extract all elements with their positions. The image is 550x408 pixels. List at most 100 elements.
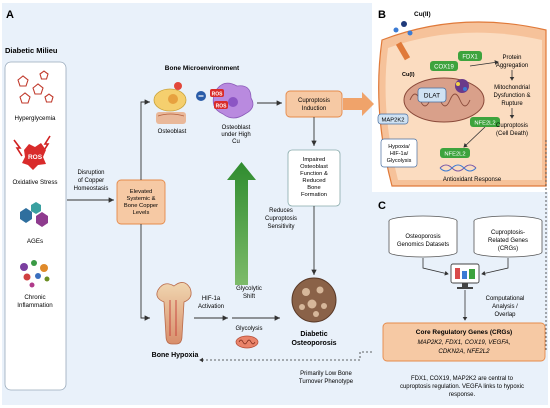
arrow-to-hypoxia (140, 224, 150, 321)
arrow-fdx1-to-agg (469, 60, 499, 67)
dna-icon-strand (439, 164, 477, 172)
low-turnover-line-1: Primarily Low Bone (300, 371, 352, 377)
antioxidant-label: Antioxidant Response (443, 177, 502, 183)
comp-line-1: Computational (486, 296, 525, 302)
dlat-box (417, 87, 447, 103)
copper-ion-icon-2 (393, 27, 399, 33)
osteoblast-label: Osteoblast (158, 129, 187, 135)
note-line-1: FDX1, COX19, MAP2K2 are central to (411, 376, 514, 382)
arrow-to-panel-b (343, 92, 374, 116)
oxidative-stress-icon: ROS (13, 135, 51, 170)
arrow-db1-to-analysis (422, 258, 449, 276)
nfe2l2-label-1: NFE2L2 (474, 121, 495, 127)
hyperglycemia-icon (17, 70, 54, 104)
cu-ii-label: Cu(II) (414, 11, 431, 18)
fdx1-pill (458, 51, 482, 61)
cuproptosis-line-2: (Cell Death) (496, 131, 528, 137)
bone-hypoxia-label: Bone Hypoxia (152, 352, 199, 359)
minus-sign (198, 95, 204, 97)
milieu-title: Diabetic Milieu (5, 46, 58, 55)
map2k2-box (377, 113, 409, 125)
cox19-label: COX19 (434, 65, 454, 71)
ros-badge-milieu: ROS (28, 154, 43, 161)
reduces-line-3: Sensitivity (267, 224, 294, 230)
panel-c-label: C (378, 200, 386, 212)
copper-channel (395, 41, 411, 61)
nfe2l2-label-2: NFE2L2 (444, 152, 465, 158)
protein-agg-line-2: Aggregation (496, 63, 528, 69)
low-turnover-line-2: Turnover Phenotype (299, 379, 354, 385)
inflammation-icon (20, 260, 50, 288)
panel-b-label: B (378, 9, 386, 21)
disruption-line-3: Homeostasis (74, 186, 109, 192)
milieu-item-inflammation-2: Inflammation (17, 302, 53, 309)
note-line-3: response. (449, 392, 476, 398)
db2-line-1: Cuproptosis- (491, 230, 525, 236)
glycolytic-line-2: Shift (243, 294, 255, 300)
disruption-line-1: Disruption (77, 170, 104, 176)
reduces-arrow (227, 162, 256, 285)
crg-box (382, 322, 546, 362)
mito-line-2: Dysfunction & (493, 93, 530, 99)
osteoblast-icon (153, 82, 187, 124)
arrow-nfe2l2 (463, 126, 486, 148)
osteoblast-cu-line-3: Cu (232, 139, 240, 145)
milieu-item-hyperglycemia: Hyperglycemia (15, 115, 56, 122)
map2k2-label: MAP2K2 (382, 118, 405, 124)
crg-database-icon (473, 215, 543, 258)
cu-i-label: Cu(I) (402, 72, 415, 78)
protein-agg-line-1: Protein (502, 55, 521, 61)
milieu-box (4, 61, 67, 391)
impaired-line-2: Osteoblast (300, 164, 328, 170)
reduces-line-1: Reduces (269, 208, 293, 214)
dna-icon (439, 164, 477, 172)
fdx1-label: FDX1 (462, 55, 478, 61)
ros-badge-1: ROS (212, 92, 224, 98)
hif-line-2: Activation (198, 304, 224, 310)
elevated-line-2: Systemic & (127, 196, 156, 202)
osteoblast-cu-icon (210, 82, 254, 119)
diabetic-op-line-1: Diabetic (300, 331, 327, 338)
db1-line-1: Osteoporosis (405, 234, 440, 240)
hypoxia-line-2: HIF-1a/ (390, 151, 409, 157)
induction-line-1: Cuproptosis (298, 98, 330, 104)
bone-env-title: Bone Microenvironment (165, 65, 240, 72)
dashed-link-crg-to-hypoxia (199, 351, 372, 363)
induction-line-2: Induction (302, 106, 326, 112)
comp-line-2: Analysis / (492, 304, 518, 310)
crg-genes-line-1: MAP2K2, FDX1, COX19, VEGFA, (417, 339, 510, 346)
elevated-line-3: Bone Copper (124, 203, 158, 209)
copper-ion-icon (401, 21, 407, 27)
computer-monitor-icon (450, 263, 480, 289)
impaired-line-6: Formation (301, 192, 327, 198)
cuproptosis-line-1: Cuproptosis (496, 123, 528, 129)
db2-line-2: Related Genes (488, 238, 528, 244)
arrow-to-osteoblast (140, 99, 150, 180)
ros-badge-2: ROS (216, 104, 228, 110)
impaired-line-3: Function & (300, 171, 328, 177)
nfe2l2-pill-1 (470, 117, 500, 127)
hypoxia-line-3: Glycolysis (387, 158, 412, 164)
mito-line-3: Rupture (501, 101, 523, 107)
nfe2l2-pill-2 (440, 148, 470, 158)
mitochondria-icon (235, 335, 259, 349)
elevated-line-1: Elevated (130, 189, 153, 195)
disruption-line-2: of Copper (78, 178, 104, 184)
milieu-item-ages: AGEs (27, 238, 43, 245)
dlat-label: DLAT (424, 93, 440, 100)
bone-hypoxia-icon (156, 282, 192, 345)
reduces-line-2: Cuproptosis (265, 216, 297, 222)
copper-ion-icon-3 (407, 30, 413, 36)
milieu-item-inflammation-1: Chronic (24, 294, 45, 301)
hypoxia-line-1: Hypoxia/ (388, 144, 410, 150)
db2-line-3: (CRGs) (498, 246, 518, 252)
db1-line-2: Genomics Datasets (397, 242, 449, 248)
impaired-line-5: Bone (307, 185, 321, 191)
osteoblast-cu-line-2: under High (221, 132, 250, 138)
arrow-db2-to-analysis (481, 258, 509, 276)
osteoporotic-bone-icon (291, 277, 337, 323)
protein-cluster-icon (455, 79, 469, 93)
osteoblast-cu-line-1: Osteoblast (222, 125, 251, 131)
